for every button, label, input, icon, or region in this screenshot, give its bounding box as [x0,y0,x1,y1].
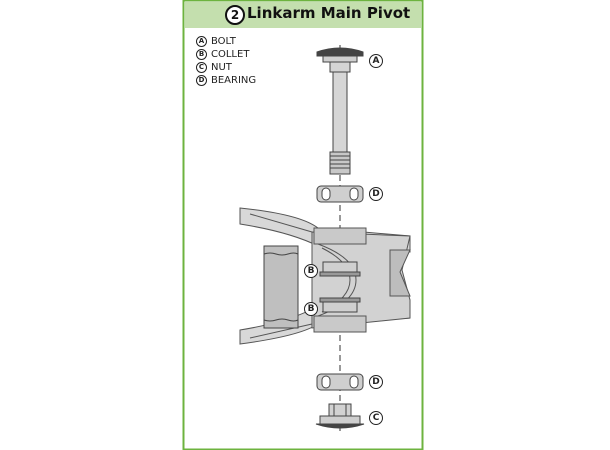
bolt-part [316,47,364,175]
callout-bolt: A [369,54,383,68]
legend-letter: B [196,49,207,60]
title-step-number: 2 [225,5,245,25]
legend-letter: D [196,75,207,86]
callout-nut: C [369,411,383,425]
legend-label: BOLT [211,36,236,47]
page-title: Linkarm Main Pivot [247,4,411,22]
callout-bearing-bottom: D [369,375,383,389]
legend-item: B COLLET [196,48,256,61]
nut-part [315,403,365,429]
legend-letter: C [196,62,207,73]
legend-letter: A [196,36,207,47]
title-bar [185,2,421,28]
callout-bearing-top: D [369,187,383,201]
callout-collet-top: B [304,264,318,278]
legend-item: D BEARING [196,74,256,87]
collet-bottom-part [319,297,361,313]
legend-label: COLLET [211,49,250,60]
legend-item: A BOLT [196,35,256,48]
parts-legend: A BOLT B COLLET C NUT D BEARING [196,35,256,87]
legend-item: C NUT [196,61,256,74]
bearing-bottom-part [316,373,364,391]
callout-collet-bottom: B [304,302,318,316]
collet-top-part [319,261,361,277]
legend-label: NUT [211,62,232,73]
clamp-block [263,245,299,329]
bearing-top-part [316,185,364,203]
legend-label: BEARING [211,75,257,86]
